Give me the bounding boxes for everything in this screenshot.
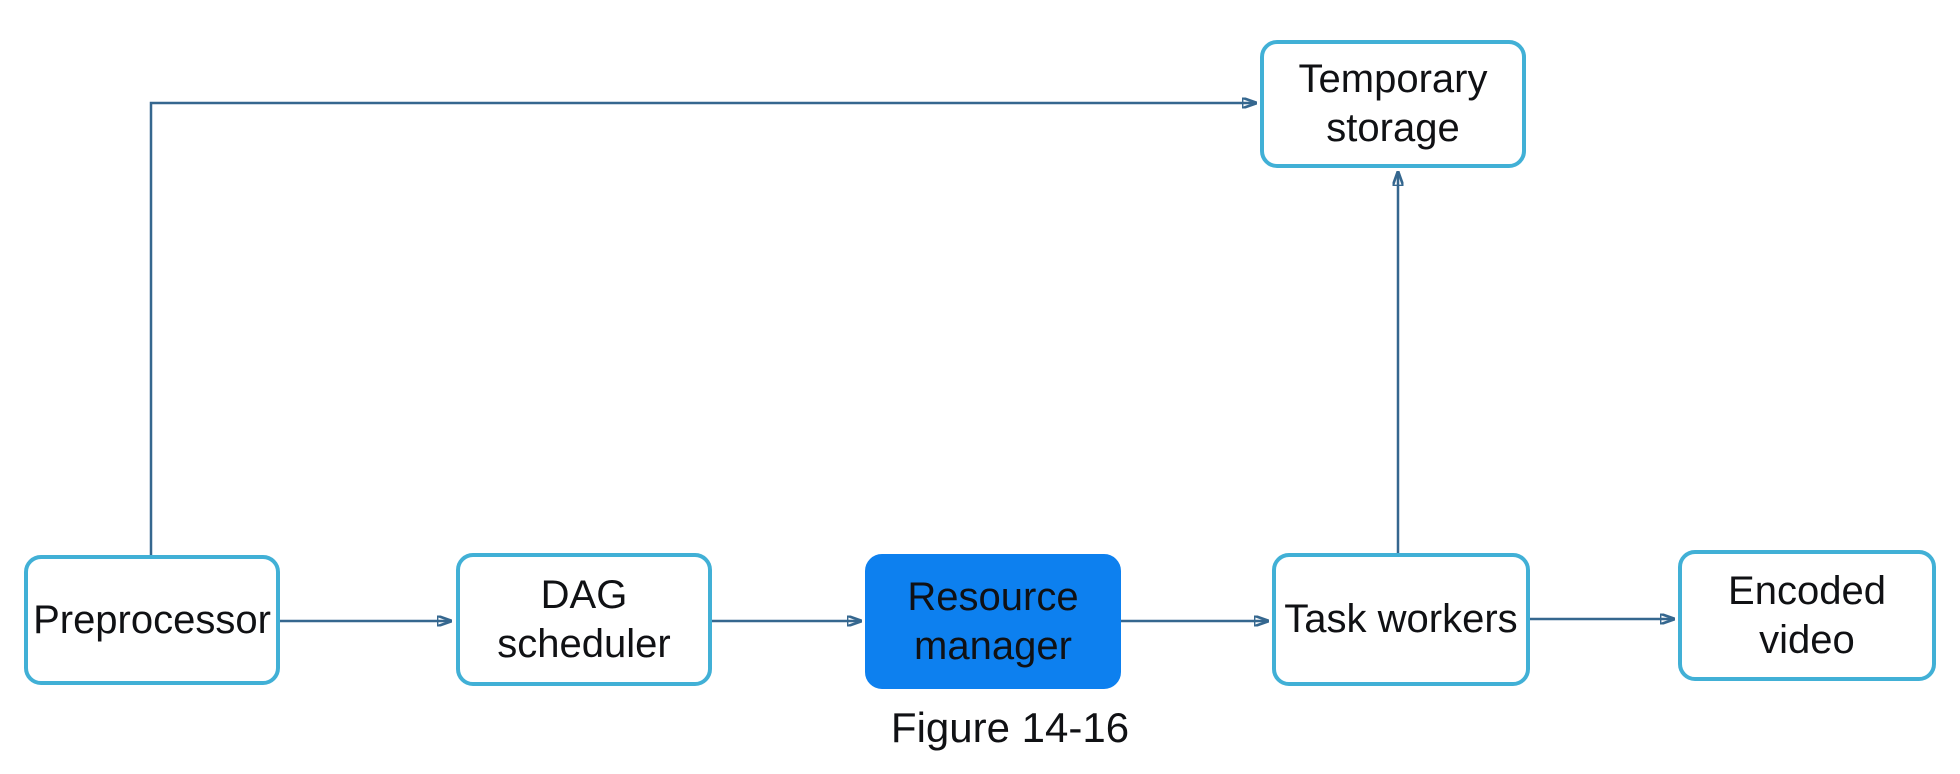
node-dag-scheduler: DAG scheduler xyxy=(456,553,712,686)
node-encoded-video: Encoded video xyxy=(1678,550,1936,681)
node-task-workers: Task workers xyxy=(1272,553,1530,686)
figure-caption: Figure 14-16 xyxy=(890,704,1130,751)
node-preprocessor: Preprocessor xyxy=(24,555,280,685)
edge-preprocessor-to-temporary-storage xyxy=(149,103,1256,555)
node-temporary-storage: Temporary storage xyxy=(1260,40,1526,168)
node-resource-manager: Resource manager xyxy=(865,554,1121,689)
